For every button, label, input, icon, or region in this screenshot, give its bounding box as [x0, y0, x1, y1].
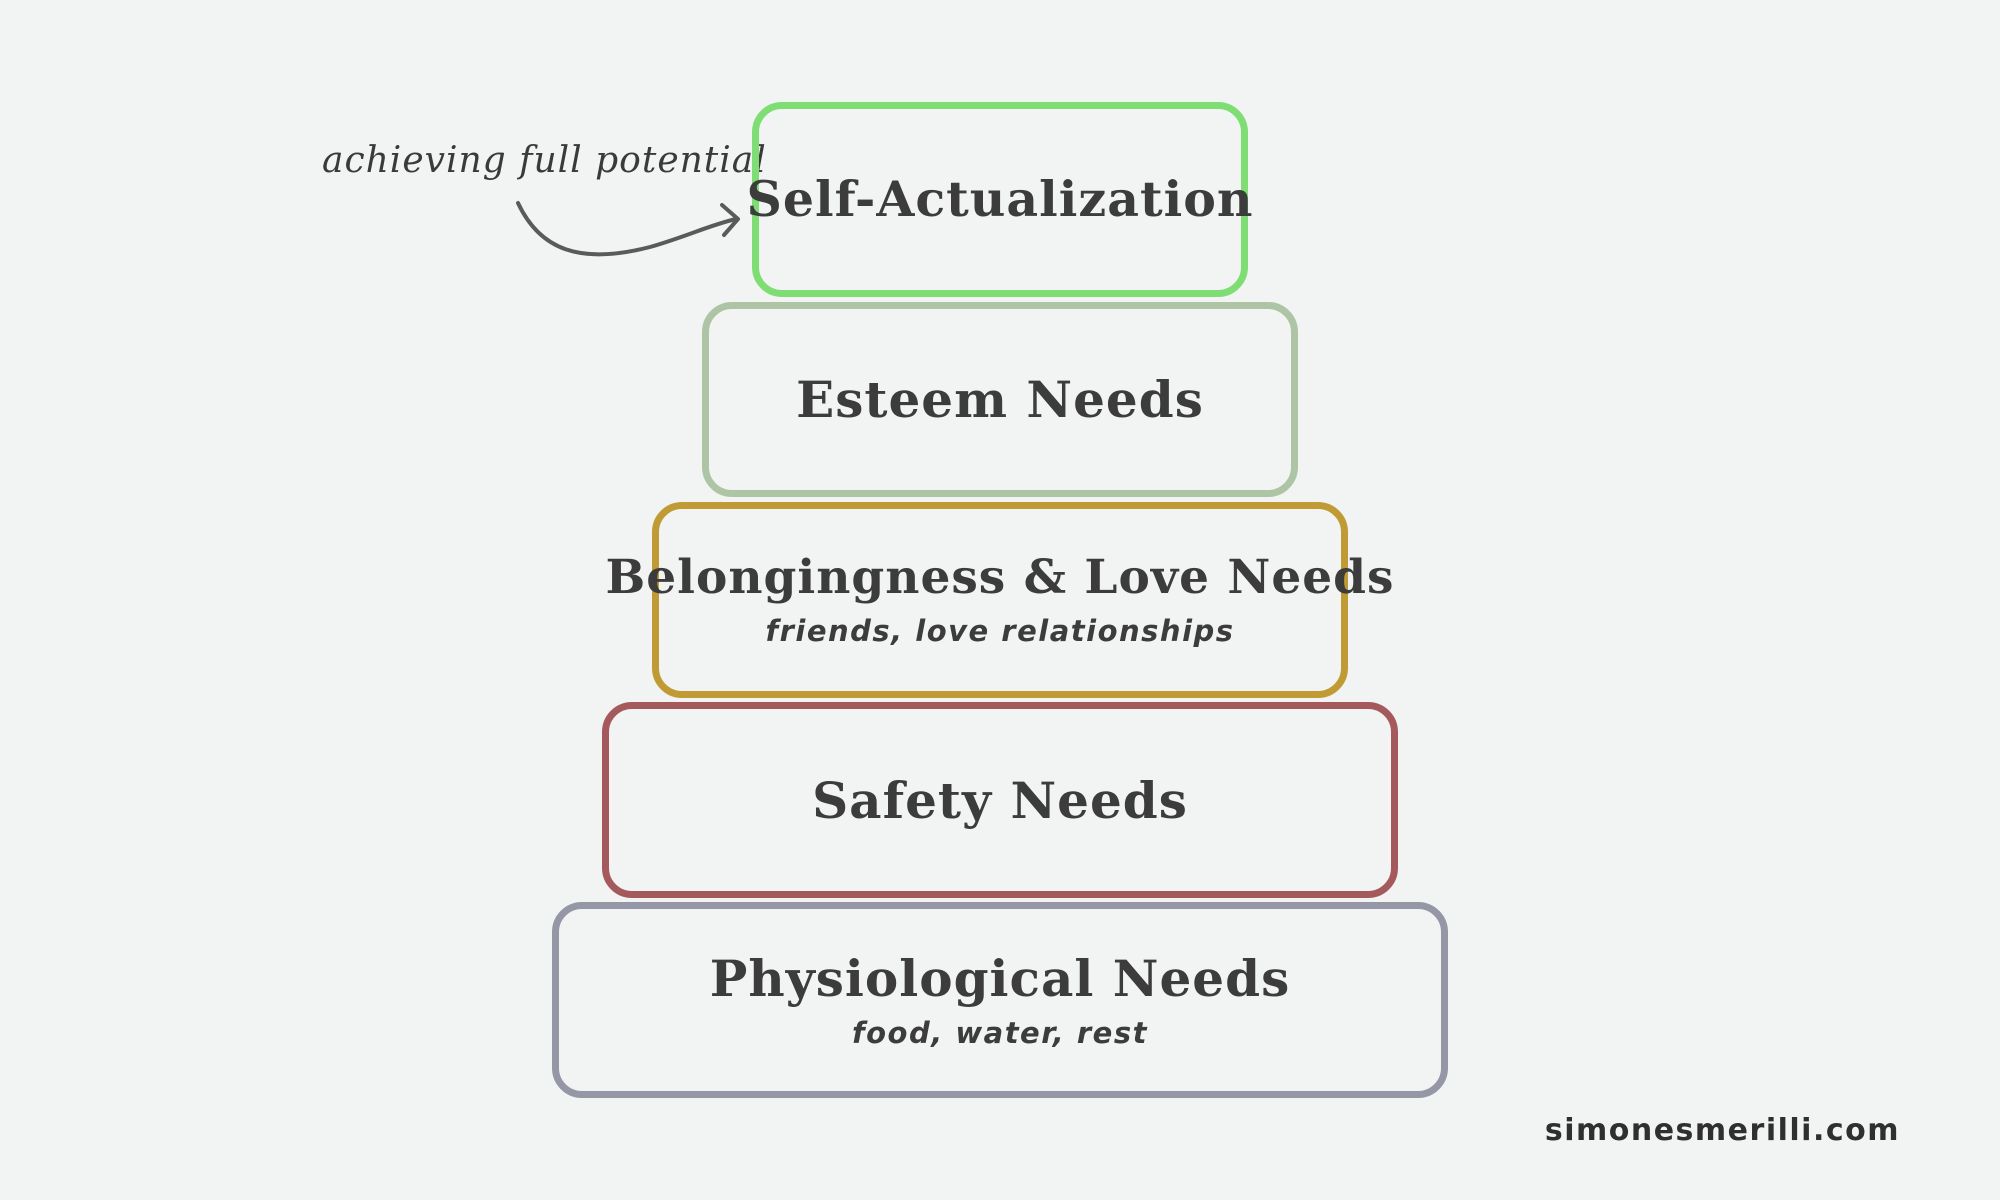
tier-title: Self-Actualization [746, 169, 1254, 228]
tier-subtitle: food, water, rest [852, 1015, 1148, 1050]
curved-arrow-icon [516, 201, 740, 257]
watermark: simonesmerilli.com [1544, 1113, 1900, 1148]
tier-title: Esteem Needs [796, 370, 1204, 429]
tier-title: Physiological Needs [709, 948, 1291, 1008]
tier-title: Safety Needs [812, 770, 1188, 830]
tier-safety-needs: Safety Needs [602, 702, 1398, 898]
tier-subtitle: friends, love relationships [765, 613, 1235, 648]
tier-title: Belongingness & Love Needs [605, 550, 1395, 606]
tier-physiological-needs: Physiological Needs food, water, rest [552, 902, 1448, 1098]
tier-belongingness-love-needs: Belongingness & Love Needs friends, love… [606, 502, 1394, 698]
annotation-label: achieving full potential [322, 140, 767, 181]
tier-esteem-needs: Esteem Needs [702, 302, 1298, 497]
tier-self-actualization: Self-Actualization [746, 102, 1253, 297]
